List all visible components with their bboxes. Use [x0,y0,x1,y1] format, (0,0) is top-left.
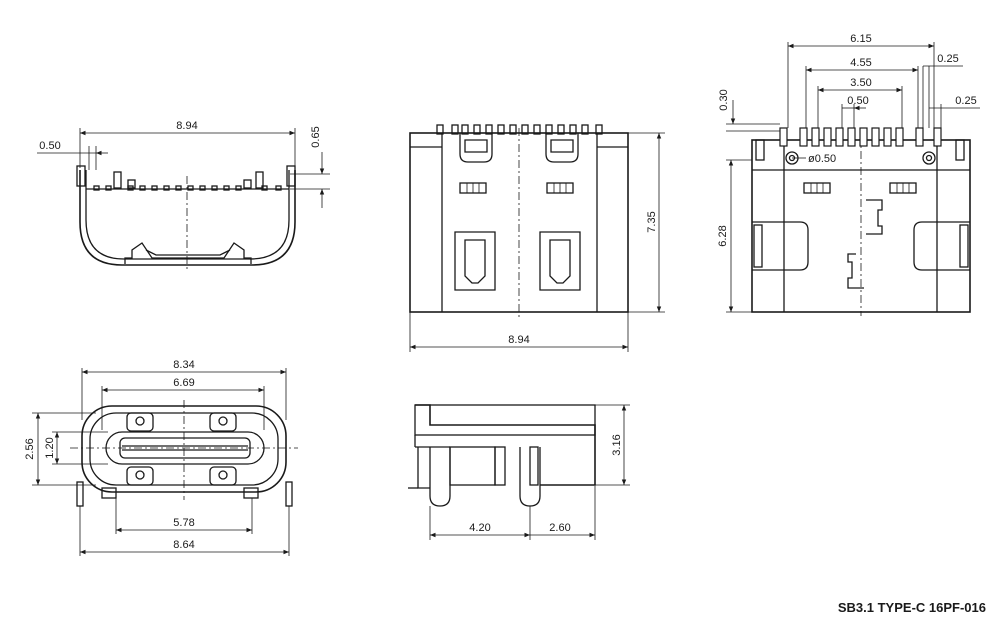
dim-right-top-height: 6.28 [717,225,729,246]
drawing-caption: SB3.1 TYPE-C 16PF-016 [837,600,986,615]
dim-right-top-left: 0.30 [718,89,730,110]
dim-right-top-hole: ø0.50 [808,153,836,165]
dim-left-top-height: 0.65 [310,126,322,147]
dim-side-height: 3.16 [611,434,623,455]
dim-front-height-outer: 2.56 [24,438,36,459]
dim-front-outer-top: 8.34 [173,359,194,371]
dim-front-inner-top: 6.69 [173,377,194,389]
top-view: 7.35 8.94 [409,124,665,352]
dim-side-span1: 4.20 [469,522,490,534]
dim-left-top-pitch: 0.50 [39,140,60,152]
dim-right-top-inner: 4.55 [850,57,871,69]
front-view: 8.34 6.69 2.56 1.20 5.78 8.64 [24,359,298,556]
dim-right-top-overall: 6.15 [850,33,871,45]
dim-right-top-side1: 0.25 [937,53,958,65]
dim-left-top-width: 8.94 [176,120,197,132]
dim-right-top-mid: 3.50 [850,77,871,89]
side-view: 3.16 4.20 2.60 [408,404,630,540]
dim-front-overall: 8.64 [173,539,194,551]
pcb-layout-view: 6.15 4.55 3.50 0.50 0.25 0.25 0.30 ø0.50… [717,33,980,316]
dim-right-top-side2: 0.25 [955,95,976,107]
dim-right-top-pitch: 0.50 [847,95,868,107]
end-view: 8.94 0.50 0.65 [37,120,330,270]
dim-center-top-width: 8.94 [508,334,529,346]
dim-center-top-height: 7.35 [646,211,658,232]
dim-front-height-inner: 1.20 [44,437,56,458]
dim-front-pin-span: 5.78 [173,517,194,529]
dim-side-span2: 2.60 [549,522,570,534]
